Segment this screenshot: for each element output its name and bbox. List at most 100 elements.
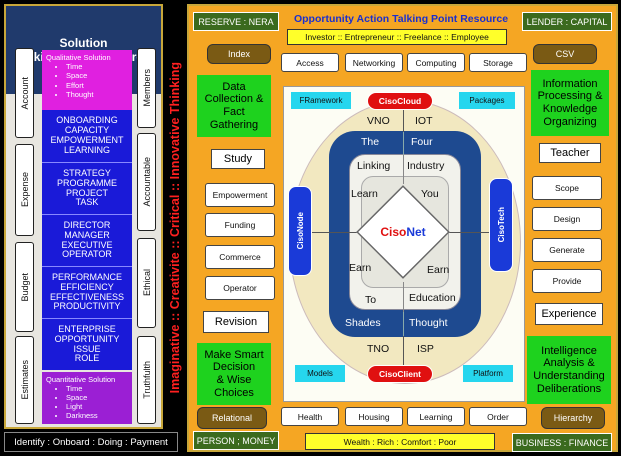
top-yellow-banner: Investor :: Entrepreneur :: Freelance ::… <box>287 29 507 45</box>
item-access[interactable]: Access <box>281 53 339 72</box>
blue-item: ISSUE <box>73 343 101 354</box>
node-cisotech[interactable]: CisoTech <box>489 178 513 272</box>
quantitative-item: Space <box>66 393 128 402</box>
side-label-truthfulth: Truthfulth <box>137 336 156 424</box>
blue-item: ENTERPRISE <box>58 323 116 334</box>
quantitative-item: Time <box>66 384 128 393</box>
tag-packages[interactable]: Packages <box>459 92 515 109</box>
item-scope[interactable]: Scope <box>532 176 602 200</box>
opportunity-panel: RESERVE : NERA LENDER : CAPITAL PERSON ;… <box>187 4 618 452</box>
item-networking[interactable]: Networking <box>345 53 403 72</box>
word-four: Four <box>411 136 433 148</box>
qualitative-item: Thought <box>66 90 128 99</box>
qualitative-item: Effort <box>66 81 128 90</box>
quantitative-solution-box: Quantitative Solution Time Space Light D… <box>42 372 132 424</box>
blue-item: EFFICIENCY <box>60 281 114 292</box>
blue-group-director: DIRECTOR MANAGER EXECUTIVE OPERATOR <box>42 214 132 266</box>
green-smart-decision: Make Smart Decision & Wise Choices <box>197 343 271 405</box>
qualitative-title: Qualitative Solution <box>46 53 111 62</box>
blue-item: LEARNING <box>63 144 110 155</box>
item-operator[interactable]: Operator <box>205 276 275 300</box>
node-cisoclient[interactable]: CisoClient <box>367 365 433 383</box>
blue-item: PROJECT <box>65 187 108 198</box>
word-to: To <box>365 294 377 306</box>
word-industry: Industry <box>407 160 445 172</box>
blue-item: MANAGER <box>64 229 110 240</box>
word-shades: Shades <box>345 317 381 329</box>
green-line: Make Smart <box>204 348 264 361</box>
word-earn-right: Earn <box>427 264 450 276</box>
item-computing[interactable]: Computing <box>407 53 465 72</box>
item-storage[interactable]: Storage <box>469 53 527 72</box>
word-learn: Learn <box>351 188 378 200</box>
blue-item: PROGRAMME <box>56 177 117 188</box>
word-tno: TNO <box>367 343 390 355</box>
solution-title-line1: Solution <box>59 36 108 50</box>
side-label-text: Ethical <box>141 269 152 297</box>
item-learning[interactable]: Learning <box>407 407 465 426</box>
tag-models[interactable]: Models <box>295 365 345 382</box>
item-health[interactable]: Health <box>281 407 339 426</box>
blue-item: PERFORMANCE <box>51 271 122 282</box>
index-button[interactable]: Index <box>207 44 271 64</box>
label-teacher: Teacher <box>539 143 601 163</box>
item-provide[interactable]: Provide <box>532 269 602 293</box>
side-label-text: Estimates <box>19 360 30 400</box>
item-empowerment[interactable]: Empowerment <box>205 183 275 207</box>
blue-item: ONBOARDING <box>56 115 118 126</box>
item-design[interactable]: Design <box>532 207 602 231</box>
green-line: Decision <box>212 361 256 374</box>
word-education: Education <box>409 292 456 304</box>
blue-group-onboarding: ONBOARDING CAPACITY EMPOWERMENT LEARNING <box>42 110 132 162</box>
tag-platform[interactable]: Platform <box>463 365 513 382</box>
green-line: Analysis & <box>543 357 595 370</box>
qualitative-item: Time <box>66 62 128 71</box>
ciso-text: Ciso <box>380 225 407 239</box>
blue-item: OPERATOR <box>62 249 112 260</box>
divider <box>403 154 404 184</box>
word-the: The <box>361 136 380 148</box>
qualitative-solution-box: Qualitative Solution Time Space Effort T… <box>42 50 132 110</box>
word-you: You <box>421 188 439 200</box>
blue-item: ROLE <box>74 353 100 364</box>
solution-panel: Solution Talking Point Resource Account … <box>4 4 163 429</box>
node-cisonode[interactable]: CisoNode <box>288 186 312 276</box>
bottom-yellow-banner: Wealth : Rich : Comfort : Poor <box>305 433 495 450</box>
green-line: Choices <box>214 386 254 399</box>
node-cisocloud[interactable]: CisoCloud <box>367 92 433 110</box>
divider <box>299 232 363 233</box>
label-revision: Revision <box>203 311 269 333</box>
side-label-text: Members <box>141 69 152 107</box>
blue-group-strategy: STRATEGY PROGRAMME PROJECT TASK <box>42 162 132 214</box>
vertical-banner-text: Imaginative :: Creativite :: Critical ::… <box>168 62 182 394</box>
item-generate[interactable]: Generate <box>532 238 602 262</box>
side-label-ethical: Ethical <box>137 238 156 328</box>
green-intelligence-analysis: Intelligence Analysis & Understanding De… <box>527 336 611 404</box>
node-label: CisoTech <box>496 207 506 243</box>
divider <box>403 336 404 366</box>
green-information-processing: Information Processing & Knowledge Organ… <box>531 70 609 136</box>
divider <box>447 232 511 233</box>
item-order[interactable]: Order <box>469 407 527 426</box>
word-iot: IOT <box>415 115 433 127</box>
net-text: Net <box>406 225 426 239</box>
csv-button[interactable]: CSV <box>533 44 597 64</box>
quantitative-title: Quantitative Solution <box>46 375 116 384</box>
blue-item: EMPOWERMENT <box>50 135 124 145</box>
item-housing[interactable]: Housing <box>345 407 403 426</box>
corner-business: BUSINESS : FINANCE <box>512 433 612 452</box>
corner-person: PERSON ; MONEY <box>193 431 279 450</box>
side-label-text: Account <box>19 76 30 110</box>
hierarchy-button[interactable]: Hierarchy <box>541 407 605 429</box>
quantitative-item: Light <box>66 402 128 411</box>
tag-framework[interactable]: FRamework <box>291 92 351 109</box>
item-commerce[interactable]: Commerce <box>205 245 275 269</box>
word-isp: ISP <box>417 343 434 355</box>
item-funding[interactable]: Funding <box>205 213 275 237</box>
divider <box>403 131 404 155</box>
relational-button[interactable]: Relational <box>197 407 267 429</box>
green-line: & Wise <box>216 374 252 386</box>
side-label-members: Members <box>137 48 156 128</box>
divider <box>403 312 404 336</box>
